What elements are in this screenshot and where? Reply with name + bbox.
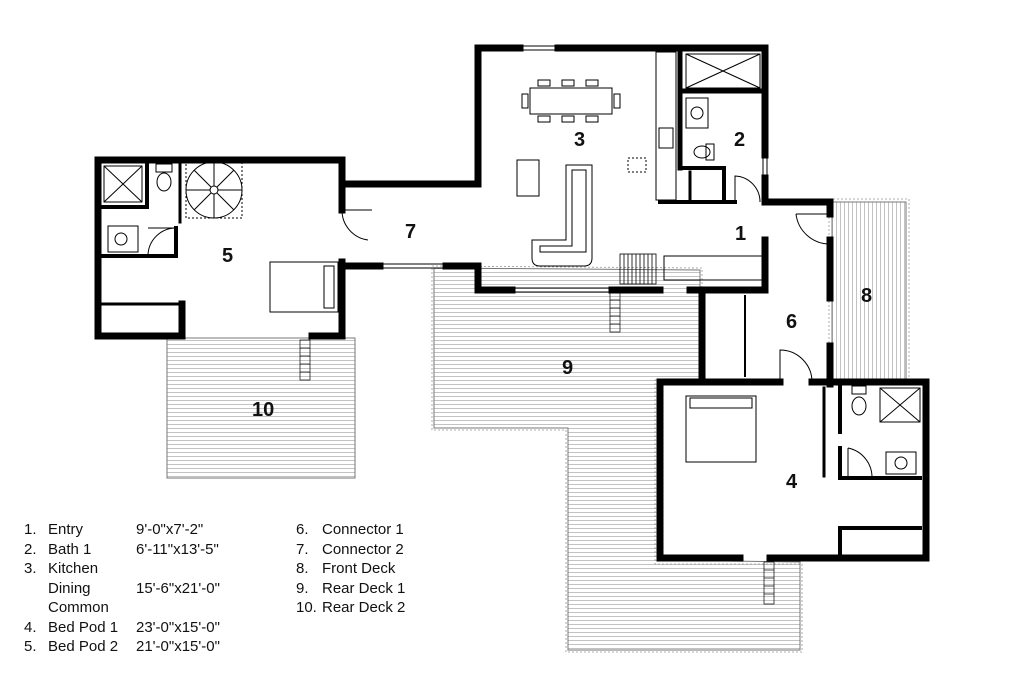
- legend-room-name: Front Deck: [322, 560, 396, 577]
- legend-room-name: Connector 2: [322, 540, 404, 558]
- legend-room-dims: 21'-0"x15'-0": [136, 638, 220, 655]
- room-label-6: 6: [786, 311, 797, 333]
- doors: [147, 175, 873, 479]
- legend-room-name: Dining: [48, 579, 91, 597]
- legend-room-name: Bed Pod 1: [48, 618, 119, 636]
- legend-number: 1.: [24, 521, 37, 538]
- legend-room-name: Kitchen: [48, 560, 99, 577]
- legend-row: 8. Front Deck: [296, 559, 496, 579]
- legend-room-name: Connector 1: [322, 521, 404, 538]
- room-label-10: 10: [252, 399, 274, 421]
- legend-number: 5.: [24, 638, 37, 655]
- legend-room-dims: 15'-6"x21'-0": [136, 579, 220, 597]
- legend-row: 6. Connector 1: [296, 520, 496, 540]
- legend-room-name: Common: [48, 599, 109, 616]
- legend-row: 10. Rear Deck 2: [296, 598, 496, 618]
- legend-number: 10.: [296, 599, 317, 616]
- fixtures: [103, 51, 921, 605]
- legend-row: 3. Kitchen: [24, 559, 284, 579]
- legend-room-dims: 6'-11"x13'-5": [136, 540, 219, 558]
- legend-row: Common: [24, 598, 284, 618]
- legend-number: 9.: [296, 579, 309, 597]
- legend-room-name: Bath 1: [48, 540, 92, 558]
- legend-row: 4. Bed Pod 1 23'-0"x15'-0": [24, 618, 284, 638]
- legend-room-dims: 9'-0"x7'-2": [136, 521, 204, 538]
- rear-deck-2: [166, 337, 356, 479]
- legend-number: 3.: [24, 560, 37, 577]
- legend-number: 7.: [296, 540, 309, 558]
- legend-number: 6.: [296, 521, 309, 538]
- walls: [94, 44, 930, 562]
- room-label-7: 7: [405, 221, 416, 243]
- legend-number: 2.: [24, 540, 37, 558]
- windows: [95, 45, 929, 520]
- legend-row: 7. Connector 2: [296, 540, 496, 560]
- room-label-9: 9: [562, 357, 573, 379]
- room-label-3: 3: [574, 129, 585, 151]
- room-label-1: 1: [735, 223, 746, 245]
- room-label-5: 5: [222, 245, 233, 267]
- legend-row: 1. Entry 9'-0"x7'-2": [24, 520, 284, 540]
- legend-row: 2. Bath 1 6'-11"x13'-5": [24, 540, 284, 560]
- legend-row: 9. Rear Deck 1: [296, 579, 496, 599]
- room-schedule-right: 6. Connector 1 7. Connector 2 8. Front Deck 9.…: [296, 520, 496, 618]
- legend-room-name: Rear Deck 1: [322, 579, 406, 597]
- room-label-2: 2: [734, 129, 745, 151]
- legend-row: 5. Bed Pod 2 21'-0"x15'-0": [24, 637, 284, 657]
- legend-room-name: Rear Deck 2: [322, 599, 406, 616]
- legend-room-name: Entry: [48, 521, 84, 538]
- legend-number: 8.: [296, 560, 309, 577]
- legend-row: Dining 15'-6"x21'-0": [24, 579, 284, 599]
- room-label-4: 4: [786, 471, 798, 493]
- legend-number: 4.: [24, 618, 37, 636]
- room-numbers: 1 2 3 4 5 6 7 8 9 10: [222, 129, 872, 493]
- front-deck: [828, 198, 910, 386]
- legend-room-dims: 23'-0"x15'-0": [136, 618, 220, 636]
- room-label-8: 8: [861, 285, 872, 307]
- legend-room-name: Bed Pod 2: [48, 638, 119, 655]
